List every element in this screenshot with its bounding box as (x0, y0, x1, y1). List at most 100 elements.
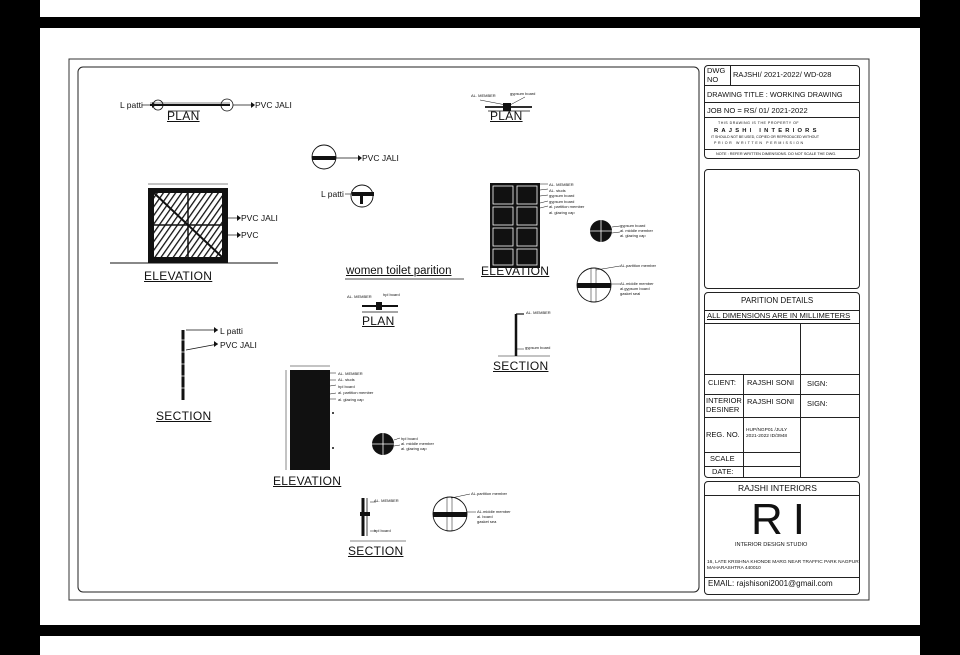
section-1-title: SECTION (156, 409, 212, 423)
sheet-title: PARITION DETAILS (741, 296, 814, 305)
section-1-pvcjali-label: PVC JALI (220, 340, 257, 350)
designer-label: INTERIOR DESINER (706, 396, 742, 414)
elevation-3-note: al. partition member (338, 390, 374, 396)
detail-4-note: al. board (477, 513, 493, 519)
detail-1-note: al. glazing cap (620, 233, 646, 239)
elevation-3-hpl-panel (285, 365, 337, 470)
elevation-2-note: al. glazing cap (549, 209, 575, 215)
section-3-title: SECTION (348, 544, 404, 558)
scale-note: NOTE : REFER WRITTEN DIMENSIONS. DO NOT … (716, 152, 837, 156)
elevation-1-pvc-label: PVC (241, 230, 259, 240)
detail-circle-4 (432, 493, 476, 532)
elevation-3-note: AL. studs (338, 377, 355, 383)
detail-4-notes: AL.middle member al. board gasket sea (477, 509, 511, 524)
detail-3-note: al. glazing cap (401, 446, 427, 451)
section-1-jali (181, 327, 219, 400)
elevation-3-note: hpl board (338, 383, 355, 389)
title-block: DWG NO RAJSHI/ 2021-2022/ WD-028 DRAWING… (704, 65, 860, 595)
company-logo: RI (751, 495, 815, 544)
detail-1-note: gypsum board (620, 223, 646, 228)
section-3-top-label: AL. MEMBER (374, 498, 399, 503)
plan-1-jali-strip (142, 98, 255, 112)
detail-3-note: al. middle member (401, 441, 434, 446)
drawing-sheet: L patti PVC JALI PLAN AL. MEMBER gypsum … (40, 28, 920, 625)
company-block: RAJSHI INTERIORS RI INTERIOR DESIGN STUD… (704, 481, 860, 595)
lpatti-detail-label: L patti (321, 189, 344, 199)
reg-no-label: REG. NO. (706, 430, 740, 439)
elevation-2-note: AL. MEMBER (549, 182, 574, 187)
plan-2-al-member-label: AL. MEMBER (471, 93, 496, 98)
detail-4-note: gasket sea (477, 518, 497, 524)
client-sign-label: SIGN: (807, 379, 828, 388)
detail-2-top-label: AL.partition member (620, 263, 657, 268)
designer-sign-label: SIGN: (807, 399, 828, 408)
drawing-canvas (68, 58, 870, 601)
company-email: EMAIL: rajshisoni2001@gmail.com (708, 579, 833, 588)
company-name: RAJSHI INTERIORS (738, 483, 817, 493)
elevation-2-note: gypsum board (549, 193, 575, 199)
outer-sheet-border (68, 58, 870, 601)
detail-3-note: hpl board (401, 436, 418, 441)
elevation-1-pvcjali-label: PVC JALI (241, 213, 278, 223)
detail-4-top-label: AL.partition member (471, 491, 508, 496)
scale-label: SCALE (710, 454, 735, 463)
plan-3-hpl (362, 302, 398, 313)
section-2-top-label: AL. MEMBER (526, 310, 551, 315)
date-label: DATE: (712, 467, 734, 476)
plan-1-lpatti-label: L patti (120, 100, 143, 110)
section-3-hpl (350, 498, 406, 542)
plan-2-gypsum (479, 96, 532, 112)
elevation-2-gypsum-grid (490, 183, 549, 268)
dimensions-note: ALL DIMENSIONS ARE IN MILLIMETERS (707, 311, 851, 320)
elevation-2-note: gypsum board (549, 198, 575, 204)
drawing-area-frame (77, 66, 700, 593)
company-tagline: INTERIOR DESIGN STUDIO (735, 542, 808, 548)
top-white-band (40, 0, 920, 17)
section-1-lpatti-label: L patti (220, 326, 243, 336)
bottom-white-band (40, 636, 920, 655)
elevation-3-notes: AL. MEMBER AL. studs hpl board al. parti… (338, 371, 373, 403)
dwg-no-value: RAJSHI/ 2021-2022/ WD-028 (733, 70, 832, 79)
section-2-bottom-label: gypsum board (525, 345, 551, 350)
detail-2-notes: AL.middle member al.gypsum board gasket … (620, 281, 654, 296)
key-plan-box (704, 169, 860, 289)
detail-4-note: AL.middle member (477, 509, 511, 514)
circle-pvcjali-label: PVC JALI (362, 153, 399, 163)
elevation-1-title: ELEVATION (144, 269, 213, 283)
property-notice-company: RAJSHI INTERIORS (714, 128, 820, 134)
plan-1-title: PLAN (167, 109, 200, 123)
client-value: RAJSHI SONI (747, 378, 795, 387)
plan-2-title: PLAN (490, 109, 523, 123)
section-2-gypsum (498, 313, 550, 357)
plan-3-title: PLAN (362, 314, 395, 328)
detail-3-notes: hpl board al. middle member al. glazing … (401, 436, 434, 451)
property-notice-line3: IT SHOULD NOT BE USED, COPIED OR REPRODU… (711, 135, 819, 139)
drawing-title-field: DRAWING TITLE : WORKING DRAWING (707, 90, 843, 99)
plan-3-al-member-label: AL. MEMBER (347, 294, 372, 299)
plan-1-pvcjali-label: PVC JALI (255, 100, 292, 110)
company-address: 16, LATE KRISHNA KHONDE MARG NEAR TRAFFI… (707, 560, 859, 571)
detail-circle-2 (576, 265, 621, 303)
l-patti-circle-detail (345, 184, 374, 208)
detail-circle-1 (590, 220, 621, 242)
dwg-no-label: DWG NO (707, 66, 726, 84)
elevation-3-note: AL. MEMBER (338, 371, 363, 376)
detail-2-note: AL.middle member (620, 281, 654, 286)
property-notice-line4: PRIOR WRITTEN PERMISSION (714, 141, 805, 145)
designer-value: RAJSHI SONI (747, 397, 795, 406)
elevation-2-note: al. partition member (549, 204, 585, 210)
client-label: CLIENT: (708, 378, 736, 387)
detail-1-note: al. middle member (620, 228, 653, 234)
elevation-3-title: ELEVATION (273, 474, 342, 488)
detail-circle-3 (372, 433, 401, 455)
main-drawing-title: women toilet parition (346, 265, 452, 277)
elevation-2-title: ELEVATION (481, 264, 550, 278)
plan-3-board-label: hpl board (383, 292, 400, 297)
elevation-3-note: al. glazing cap (338, 396, 364, 402)
pvc-jali-circle-detail (311, 144, 362, 170)
elevation-1-jali-panel (110, 183, 278, 264)
elevation-2-note: AL. studs (549, 187, 566, 193)
property-notice-line1: THIS DRAWING IS THE PROPERTY OF (718, 121, 800, 125)
detail-1-notes: gypsum board al. middle member al. glazi… (620, 223, 653, 239)
detail-2-note: gasket seal (620, 290, 641, 296)
